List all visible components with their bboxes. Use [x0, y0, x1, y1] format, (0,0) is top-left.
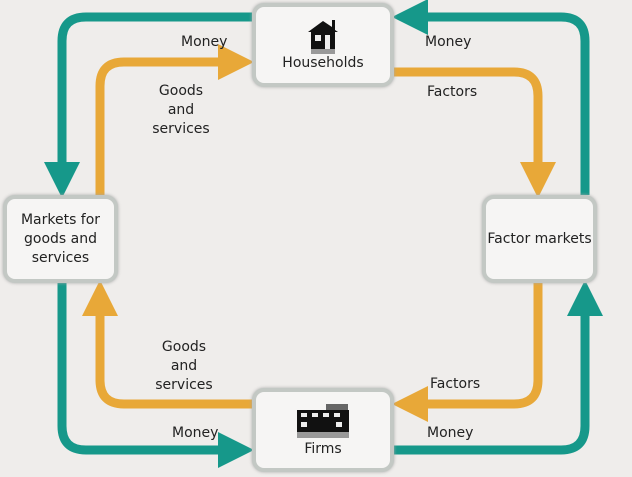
factory-icon — [297, 403, 349, 438]
households-node: Households — [252, 3, 394, 87]
money-label-bottom-left: Money — [172, 425, 219, 441]
goods-markets-label: Markets for goods and services — [20, 211, 101, 266]
money-label-top-left: Money — [181, 34, 228, 50]
factor-markets-label: Factor markets — [487, 230, 592, 247]
money-flow-factor-markets-to-households — [392, 0, 590, 195]
money-flow-firms-to-factor-markets — [394, 280, 603, 455]
factors-flow-households-to-factor-markets — [394, 67, 556, 198]
money-flow-households-to-goods-markets — [44, 12, 252, 198]
factors-flow-factor-markets-to-firms — [392, 283, 543, 422]
goods-label-bottom: Goods and services — [155, 339, 213, 393]
money-flow-goods-markets-to-firms — [57, 283, 254, 468]
factor-markets-node: Factor markets — [482, 195, 597, 283]
money-label-bottom-right: Money — [427, 425, 474, 441]
factors-label-bottom: Factors — [430, 376, 481, 392]
goods-markets-node: Markets for goods and services — [3, 195, 118, 283]
money-label-top-right: Money — [425, 34, 472, 50]
firms-label: Firms — [304, 440, 342, 457]
house-icon — [308, 19, 338, 54]
factors-label-top: Factors — [427, 84, 478, 100]
households-label: Households — [282, 54, 364, 71]
goods-flow-firms-to-goods-markets — [82, 280, 252, 409]
firms-node: Firms — [252, 388, 394, 472]
goods-label-top: Goods and services — [152, 83, 210, 137]
goods-flow-goods-markets-to-households — [95, 44, 254, 195]
